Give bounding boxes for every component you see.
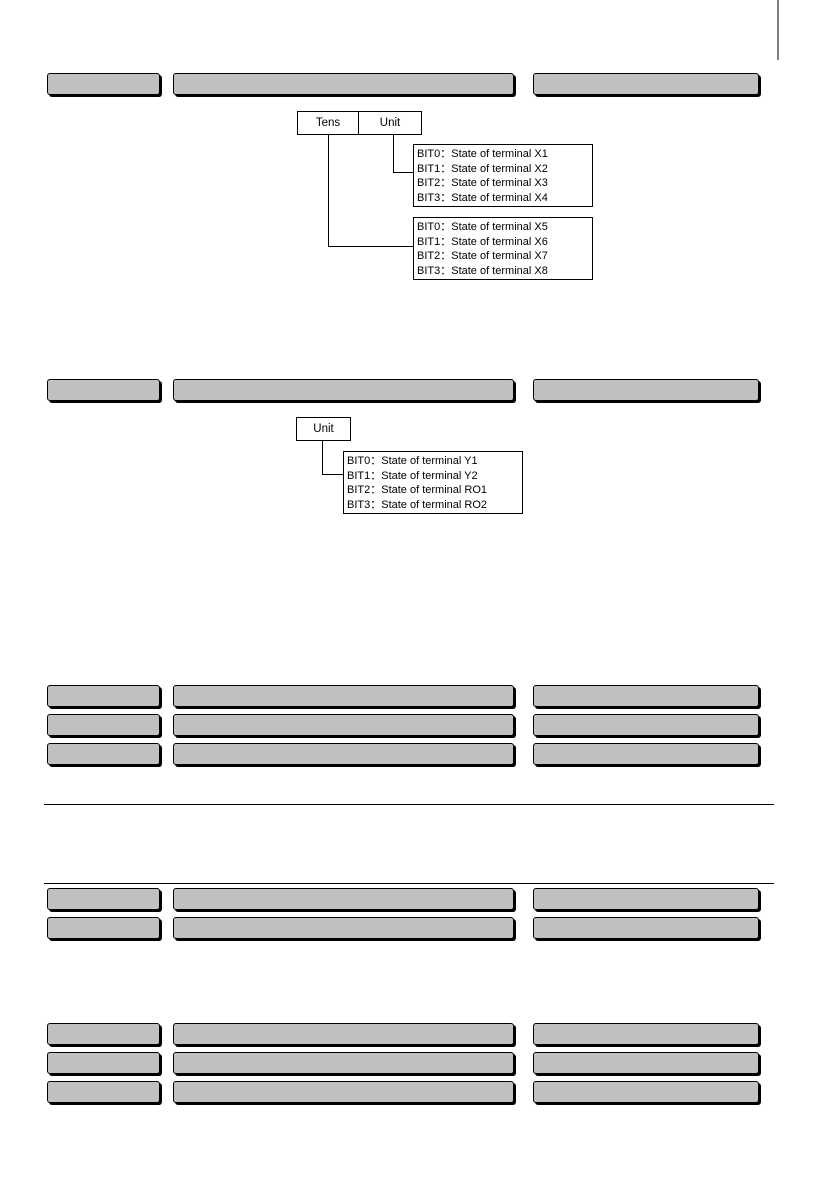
bit-row: BIT2：State of terminal X7 — [417, 250, 548, 263]
tens-connector-vertical — [328, 135, 329, 246]
tens-digit-box: Tens — [297, 111, 359, 135]
unit-connector-horizontal — [393, 172, 413, 173]
param-range-cell — [533, 73, 759, 95]
param-name-cell — [173, 1023, 514, 1045]
param-code-cell — [47, 1023, 160, 1045]
bit-row: BIT1：State of terminal Y2 — [347, 469, 478, 482]
section-divider — [44, 804, 774, 805]
bit-row: BIT1：State of terminal X2 — [417, 162, 548, 175]
param-range-cell — [533, 743, 759, 765]
param-name-cell — [173, 743, 514, 765]
bit-row: BIT3：State of terminal X4 — [417, 191, 548, 204]
param-code-cell — [47, 73, 160, 95]
bit-row: BIT3：State of terminal RO2 — [347, 498, 487, 511]
bit-row: BIT1：State of terminal X6 — [417, 235, 548, 248]
unit-bit-list: BIT0：State of terminal X1 BIT1：State of … — [413, 144, 593, 207]
tens-connector-horizontal — [328, 246, 413, 247]
unit-bit-list: BIT0：State of terminal Y1 BIT1：State of … — [343, 451, 523, 514]
param-range-cell — [533, 685, 759, 707]
param-name-cell — [173, 917, 514, 939]
param-code-cell — [47, 1081, 160, 1103]
param-range-cell — [533, 1023, 759, 1045]
bit-row: BIT0：State of terminal X5 — [417, 221, 548, 233]
param-code-cell — [47, 743, 160, 765]
param-range-cell — [533, 1081, 759, 1103]
unit-digit-box: Unit — [358, 111, 422, 135]
bit-row: BIT0：State of terminal Y1 — [347, 455, 478, 467]
unit-connector-vertical — [322, 441, 323, 474]
param-name-cell — [173, 1081, 514, 1103]
param-code-cell — [47, 685, 160, 707]
param-code-cell — [47, 917, 160, 939]
param-name-cell — [173, 888, 514, 910]
param-code-cell — [47, 1052, 160, 1074]
param-code-cell — [47, 714, 160, 736]
param-range-cell — [533, 714, 759, 736]
tens-bit-list: BIT0：State of terminal X5 BIT1：State of … — [413, 217, 593, 280]
bit-row: BIT3：State of terminal X8 — [417, 264, 548, 277]
bit-row: BIT2：State of terminal X3 — [417, 177, 548, 190]
param-name-cell — [173, 73, 514, 95]
unit-connector-horizontal — [322, 474, 343, 475]
unit-digit-box: Unit — [296, 417, 351, 441]
param-name-cell — [173, 1052, 514, 1074]
bit-row: BIT2：State of terminal RO1 — [347, 484, 487, 497]
param-name-cell — [173, 379, 514, 401]
param-range-cell — [533, 379, 759, 401]
section-divider — [44, 883, 774, 884]
param-range-cell — [533, 917, 759, 939]
bit-row: BIT0：State of terminal X1 — [417, 148, 548, 160]
param-code-cell — [47, 888, 160, 910]
page-corner-rule — [777, 0, 779, 60]
unit-connector-vertical — [393, 135, 394, 172]
param-range-cell — [533, 1052, 759, 1074]
param-name-cell — [173, 714, 514, 736]
param-name-cell — [173, 685, 514, 707]
param-code-cell — [47, 379, 160, 401]
param-range-cell — [533, 888, 759, 910]
